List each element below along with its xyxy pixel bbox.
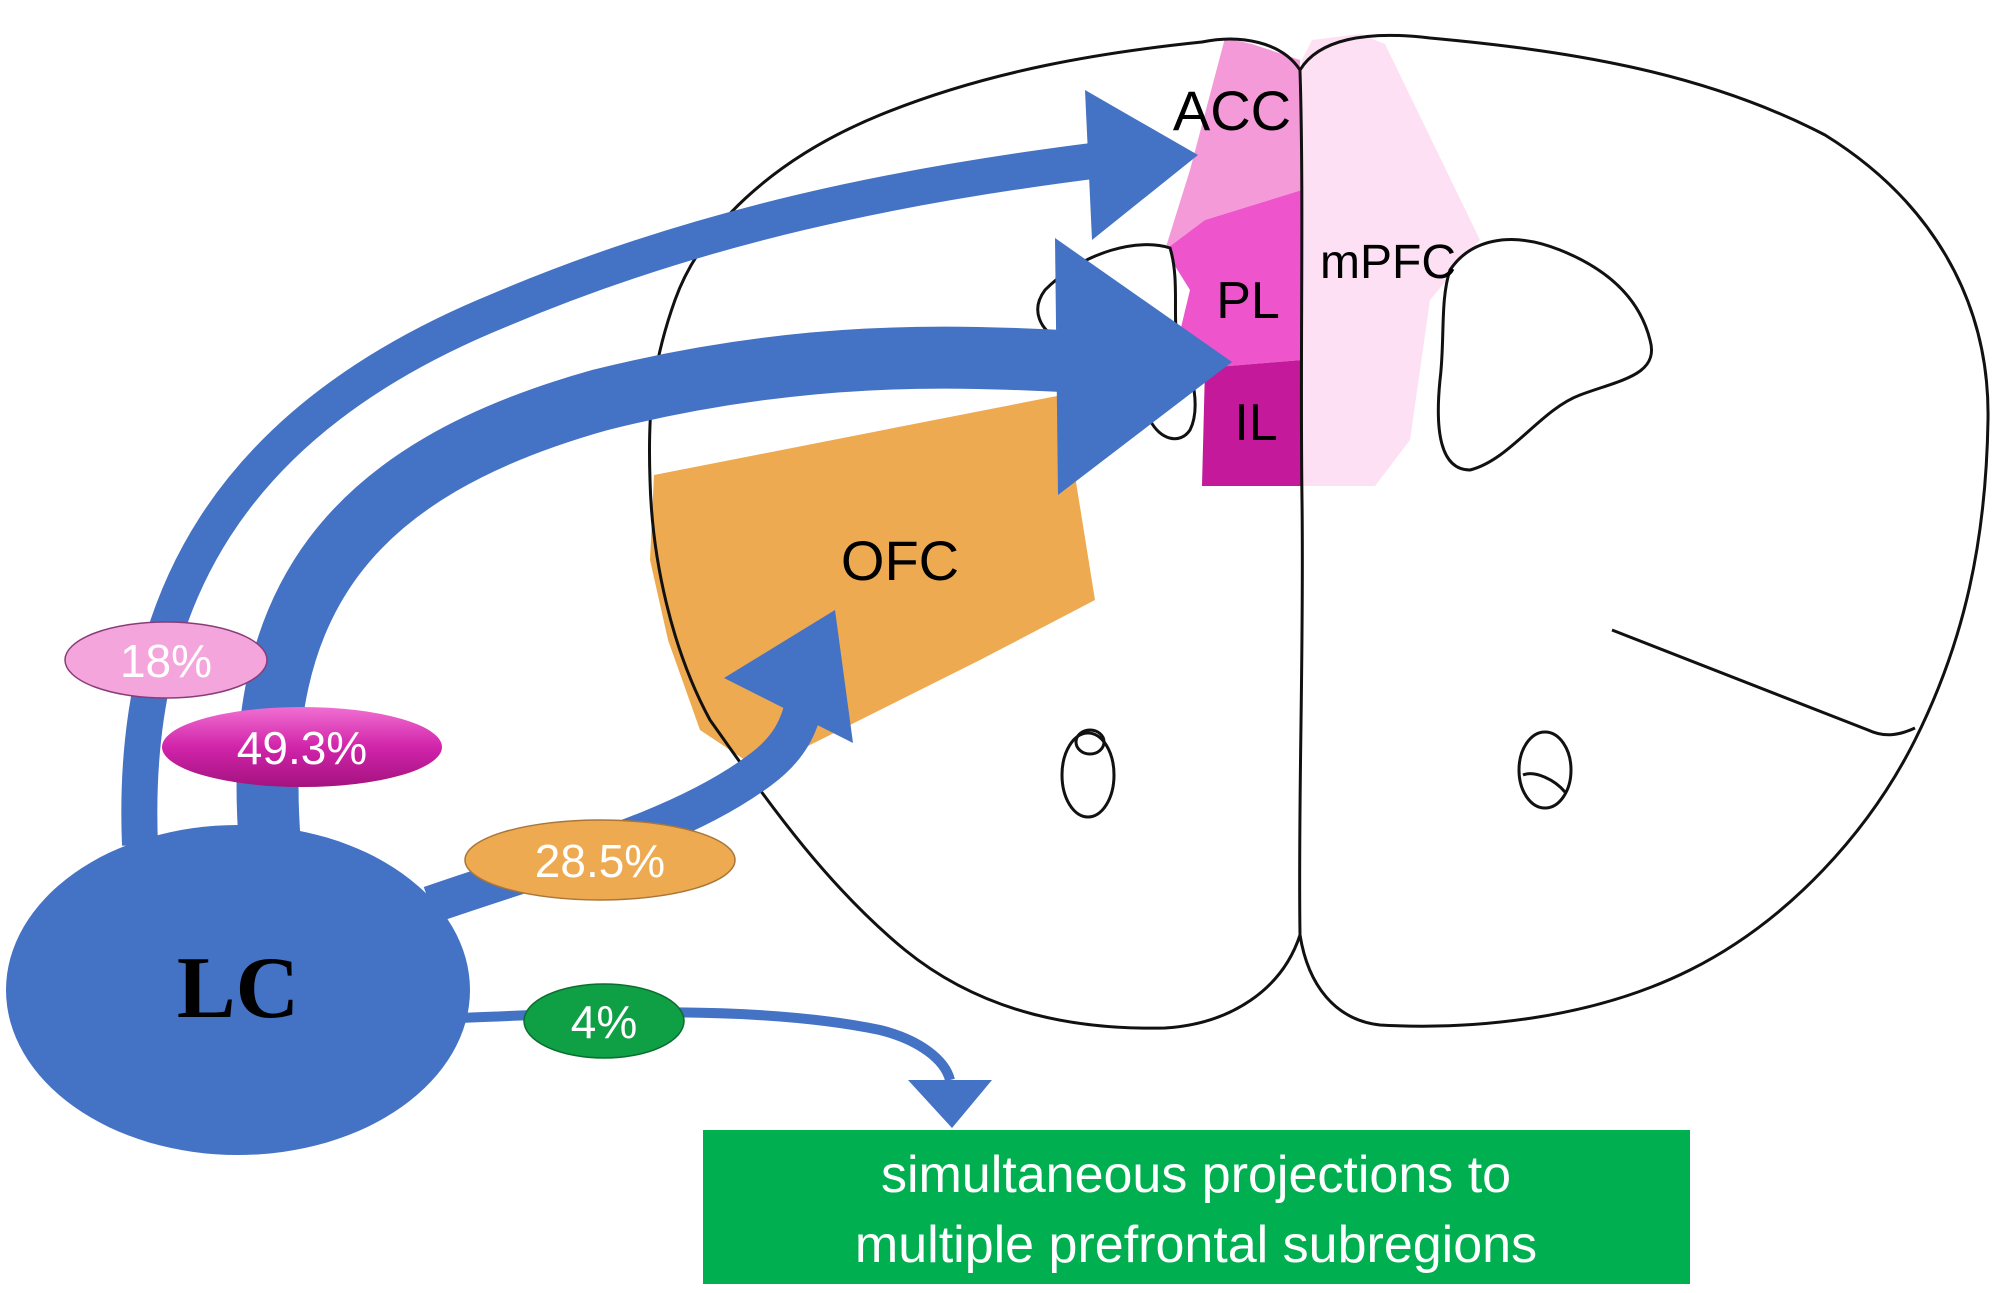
- left-hemisphere-outline: [647, 37, 1302, 1030]
- lc-label: LC: [177, 940, 299, 1037]
- badge-4: 4%: [523, 983, 685, 1059]
- pl-label: PL: [1216, 272, 1280, 330]
- note-line-2: multiple prefrontal subregions: [855, 1216, 1537, 1274]
- badge-49: 49.3%: [162, 707, 442, 787]
- mpfc-label: mPFC: [1320, 236, 1456, 289]
- acc-region: [1165, 38, 1302, 250]
- badge-49-text: 49.3%: [237, 722, 367, 774]
- note-line-1: simultaneous projections to: [881, 1146, 1511, 1204]
- right-fissure: [1611, 628, 1916, 737]
- arrow-to-pl-il-head: [1055, 238, 1232, 495]
- arrow-to-note-head: [908, 1080, 992, 1128]
- right-small-structure: [1517, 730, 1573, 810]
- badge-4-text: 4%: [571, 996, 637, 1048]
- pl-region: [1165, 190, 1302, 368]
- right-hemisphere-outline: [1298, 33, 1990, 1028]
- il-label: IL: [1234, 394, 1277, 452]
- right-ventricle: [1436, 238, 1654, 472]
- acc-label: ACC: [1173, 79, 1291, 142]
- mpfc-region: [1302, 34, 1480, 486]
- badge-18: 18%: [64, 621, 268, 699]
- il-region: [1202, 360, 1302, 486]
- note-box: [703, 1130, 1690, 1284]
- left-small-structure: [1060, 728, 1116, 819]
- lc-node: [6, 825, 470, 1155]
- badge-28: 28.5%: [464, 819, 736, 901]
- midline: [1298, 69, 1304, 936]
- badge-28-text: 28.5%: [535, 835, 665, 887]
- arrow-to-acc-head: [1085, 90, 1198, 240]
- arrow-to-ofc-head: [724, 610, 853, 743]
- arrow-to-pl-il-shaft: [236, 326, 1082, 848]
- ofc-label: OFC: [841, 529, 959, 592]
- badge-18-text: 18%: [120, 635, 212, 687]
